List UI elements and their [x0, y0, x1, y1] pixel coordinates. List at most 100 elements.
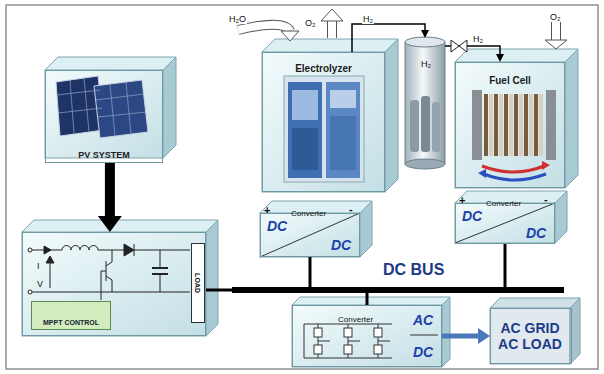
box-faces [385, 39, 398, 192]
text-slot: AC [413, 311, 433, 329]
text-slot: AC GRID AC LOAD [491, 320, 569, 353]
fuel-cell-stack [494, 94, 498, 156]
node-text: H₂ [421, 59, 431, 69]
node-text: LOAD [193, 273, 201, 293]
text-slot: DC [526, 224, 546, 242]
inverter-bridge [314, 345, 322, 354]
valve-symbol [459, 40, 467, 52]
pv-system-box: PV SYSTEM [45, 70, 163, 163]
electrolyzer-unit [284, 76, 364, 182]
text-slot: + [459, 190, 465, 208]
electrolyzer-box: Electrolyzer [262, 52, 385, 192]
connector [206, 290, 232, 291]
converter-symbol [260, 213, 360, 257]
valve-symbol [451, 40, 467, 52]
box-faces [292, 297, 450, 305]
connector-line [105, 163, 115, 222]
connector-line [366, 293, 369, 305]
boost-circuit [112, 280, 113, 292]
fuel-cell-stack [539, 94, 543, 156]
oxygen-outlet-arrow [327, 20, 337, 38]
connector-line [504, 244, 507, 287]
label-slot: H₂ [362, 8, 374, 26]
valve-symbol [451, 40, 459, 52]
fuel-cell-stack [534, 94, 538, 156]
node-text: V [37, 279, 43, 289]
connector [505, 244, 506, 287]
converter-symbol [455, 203, 555, 243]
flow-label: H₂O [228, 14, 247, 24]
boost-circuit [44, 246, 51, 254]
oxygen-outlet-arrow [321, 9, 343, 21]
fuel-cell-stack [482, 166, 544, 172]
connector-line [352, 24, 425, 52]
frame [6, 5, 598, 369]
node-text: Converter [486, 199, 521, 208]
oxygen-inlet-arrow [545, 20, 567, 49]
boost-circuit [62, 246, 98, 251]
box-faces [22, 39, 580, 367]
fuel-cell-stack [529, 94, 533, 156]
hydrogen-tank [405, 37, 445, 169]
oxygen-inlet-arrow [552, 20, 560, 41]
electrolyzer-unit [330, 116, 356, 170]
fuel-cell-stack [484, 94, 488, 156]
text-slot: I [37, 255, 40, 273]
fuel-cell-box: Fuel Cell [455, 62, 565, 188]
solar-panel [58, 108, 102, 113]
hydrogen-tank [432, 102, 440, 152]
text-slot: V [37, 273, 43, 291]
hydrogen-tank [410, 100, 419, 152]
inverter-bridge [348, 341, 360, 342]
node-text: - [349, 203, 353, 216]
text-slot: Electrolyzer [263, 58, 384, 76]
node-text: AC GRID AC LOAD [491, 320, 569, 352]
fuel-cell-stack [514, 94, 518, 156]
oxygen-outlet-arrow [321, 9, 343, 38]
boost-circuit [152, 267, 168, 269]
boost-circuit [160, 274, 161, 292]
hydrogen-tank [405, 42, 445, 164]
hydrogen-tank [405, 37, 445, 47]
hydrogen-tank [421, 96, 430, 152]
solar-panel [94, 80, 148, 138]
box-faces [455, 62, 565, 188]
text-slot: LOAD [192, 244, 202, 322]
node-text: DC [462, 208, 482, 224]
text-slot: Fuel Cell [456, 70, 564, 88]
connector [367, 293, 368, 305]
label-slot: H₂ [472, 28, 484, 46]
fuel-cell-stack [519, 94, 523, 156]
text-slot: Converter [338, 308, 373, 326]
dc-ac-converter: ConverterACDC [292, 305, 442, 367]
box-faces [206, 220, 218, 336]
label-slot: O₂ [549, 6, 562, 24]
inverter-bridge [314, 328, 322, 337]
connector [310, 257, 311, 287]
node-text: Converter [291, 209, 326, 218]
boost-circuit [112, 250, 113, 262]
text-slot: + [264, 200, 270, 218]
node-text: Fuel Cell [489, 75, 531, 87]
label-slot: O₂ [304, 12, 317, 30]
node-text: + [264, 204, 270, 217]
oxygen-outlet-arrow [328, 20, 336, 38]
arrow-head [98, 216, 122, 232]
oxygen-inlet-arrow [551, 20, 561, 41]
box-faces [442, 297, 450, 367]
box-faces [45, 70, 163, 158]
box-faces [565, 49, 578, 188]
electrolyzer-unit [288, 82, 322, 178]
fuel-cell-stack [484, 174, 546, 180]
boost-circuit [101, 271, 102, 300]
boost-circuit [98, 250, 124, 251]
box-faces [260, 213, 360, 257]
converter-symbol [260, 203, 555, 335]
boost-circuit [28, 248, 32, 252]
text-slot: DC [267, 217, 287, 235]
electrolyzer-unit [292, 128, 318, 170]
box-faces [490, 298, 580, 308]
node-text: Converter [338, 315, 373, 324]
fuel-cell-stack [509, 94, 513, 156]
